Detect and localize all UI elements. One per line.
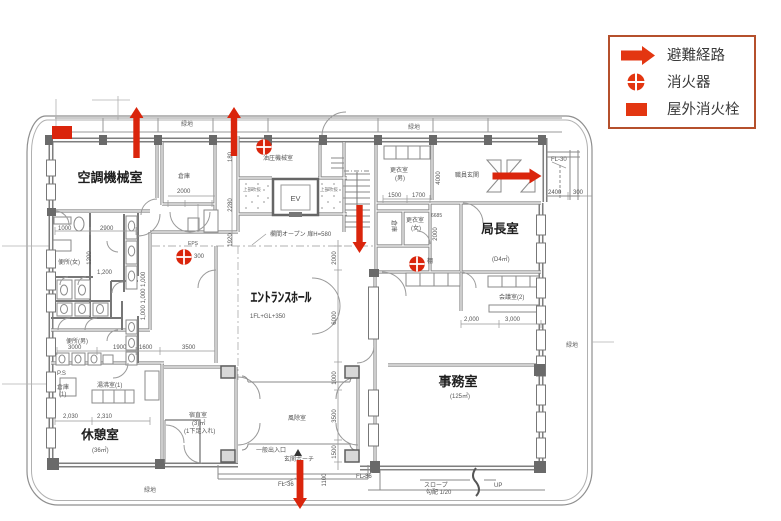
svg-text:1600: 1600 (139, 345, 153, 351)
svg-text:2000: 2000 (332, 251, 338, 265)
svg-text:3000: 3000 (68, 345, 82, 351)
svg-text:2900: 2900 (100, 226, 114, 232)
svg-text:1000: 1000 (58, 226, 72, 232)
svg-text:EPS: EPS (188, 241, 199, 247)
svg-text:職員玄関: 職員玄関 (455, 171, 479, 179)
svg-text:1,000 1,000 1,000: 1,000 1,000 1,000 (141, 271, 147, 320)
svg-text:1500: 1500 (388, 193, 402, 199)
svg-text:会議室(2): 会議室(2) (499, 293, 524, 301)
svg-text:倉庫: 倉庫 (57, 383, 69, 391)
svg-text:1200: 1200 (87, 251, 93, 265)
svg-text:3,000: 3,000 (505, 317, 521, 323)
svg-text:宿直室: 宿直室 (189, 411, 207, 419)
svg-text:倉庫: 倉庫 (390, 220, 398, 232)
svg-text:油圧機械室: 油圧機械室 (263, 154, 293, 162)
svg-text:風除室: 風除室 (288, 414, 306, 422)
svg-text:消火器: 消火器 (667, 74, 711, 91)
svg-text:(36㎡): (36㎡) (92, 446, 109, 454)
svg-text:2400: 2400 (548, 190, 562, 196)
svg-text:6685: 6685 (431, 213, 442, 219)
svg-text:緑地: 緑地 (181, 120, 193, 128)
svg-text:1000: 1000 (332, 371, 338, 385)
svg-text:2,310: 2,310 (97, 414, 113, 420)
svg-text:EV: EV (290, 194, 300, 203)
svg-text:(3)㎡: (3)㎡ (192, 419, 205, 427)
svg-text:1900: 1900 (113, 345, 127, 351)
svg-text:棚: 棚 (427, 257, 433, 265)
svg-text:2000: 2000 (177, 189, 191, 195)
svg-text:FL-36: FL-36 (356, 474, 372, 480)
svg-text:3500: 3500 (332, 409, 338, 423)
svg-text:2000: 2000 (433, 227, 439, 241)
svg-text:1500: 1500 (332, 445, 338, 459)
svg-text:屋外消火栓: 屋外消火栓 (667, 101, 740, 118)
svg-text:避難経路: 避難経路 (667, 47, 725, 64)
svg-text:P.S: P.S (57, 371, 66, 377)
svg-text:6000: 6000 (332, 311, 338, 325)
svg-text:(男): (男) (395, 175, 405, 182)
svg-text:一般出入口: 一般出入口 (256, 446, 286, 454)
svg-text:1700: 1700 (412, 193, 426, 199)
svg-text:湯沸室(1): 湯沸室(1) (97, 381, 122, 389)
svg-text:(125㎡): (125㎡) (450, 392, 470, 400)
svg-text:ｴﾝﾄﾗﾝｽﾎｰﾙ: ｴﾝﾄﾗﾝｽﾎｰﾙ (251, 290, 312, 305)
svg-text:更衣室: 更衣室 (406, 216, 424, 224)
svg-text:FL-36: FL-36 (278, 482, 294, 488)
svg-text:事務室: 事務室 (438, 374, 477, 389)
svg-text:スロープ: スロープ (424, 482, 448, 489)
svg-text:2,030: 2,030 (63, 414, 79, 420)
svg-text:局長室: 局長室 (481, 221, 519, 236)
svg-text:3500: 3500 (182, 345, 196, 351)
svg-text:緑地: 緑地 (408, 123, 420, 131)
svg-text:休憩室: 休憩室 (80, 427, 119, 442)
svg-text:便所(女): 便所(女) (58, 258, 80, 266)
svg-text:便所(男): 便所(男) (66, 337, 88, 345)
svg-text:2280: 2280 (228, 198, 234, 212)
svg-text:UP: UP (494, 483, 502, 489)
svg-text:更衣室: 更衣室 (390, 166, 408, 174)
svg-text:空調機械室: 空調機械室 (77, 170, 142, 185)
svg-text:(1): (1) (59, 392, 66, 398)
svg-text:欄間オープン 扉H=580: 欄間オープン 扉H=580 (270, 230, 332, 238)
svg-text:上部吹抜: 上部吹抜 (320, 186, 338, 193)
svg-text:(1下足入れ): (1下足入れ) (184, 428, 215, 435)
svg-text:(D4㎡): (D4㎡) (492, 255, 510, 263)
svg-text:1920: 1920 (228, 233, 234, 247)
svg-text:300: 300 (194, 254, 205, 260)
svg-text:180: 180 (228, 151, 234, 162)
svg-text:緑地: 緑地 (566, 341, 578, 349)
svg-text:倉庫: 倉庫 (178, 172, 190, 180)
svg-text:1100: 1100 (322, 473, 328, 487)
svg-text:1,200: 1,200 (97, 270, 113, 276)
svg-text:1FL+GL+350: 1FL+GL+350 (250, 314, 286, 320)
svg-text:300: 300 (573, 190, 584, 196)
svg-text:2,000: 2,000 (464, 317, 480, 323)
svg-text:4000: 4000 (436, 171, 442, 185)
svg-text:(女): (女) (411, 224, 421, 232)
svg-text:FL-30: FL-30 (551, 157, 567, 163)
svg-text:玄関ポーチ: 玄関ポーチ (284, 455, 314, 463)
svg-text:上部吹抜: 上部吹抜 (243, 186, 261, 193)
svg-text:緑地: 緑地 (144, 486, 156, 494)
svg-text:勾配 1/20: 勾配 1/20 (426, 488, 452, 496)
